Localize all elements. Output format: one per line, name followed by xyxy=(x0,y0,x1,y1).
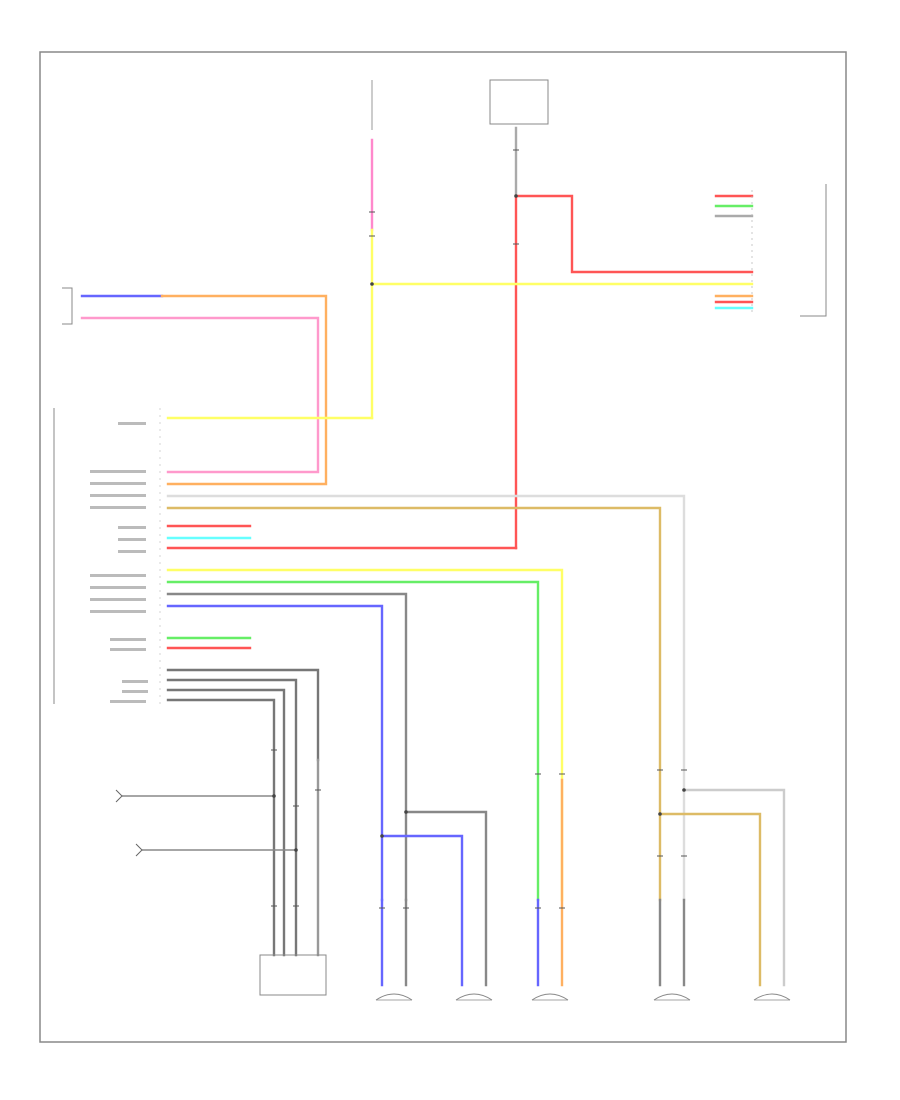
audio-unit xyxy=(53,408,161,704)
connector-ticks xyxy=(271,149,687,909)
speaker-right-front xyxy=(753,993,791,1001)
aux-antenna-connector-icon xyxy=(135,843,143,857)
wire-gray-left-rear xyxy=(166,592,408,902)
wire-pink-rear xyxy=(80,316,320,474)
diagram-frame xyxy=(39,51,847,1043)
audio-unit-pins xyxy=(90,422,148,703)
speaker-left-rear xyxy=(375,993,413,1001)
wire-green-left-door xyxy=(166,580,540,902)
glass-antenna-connector-icon xyxy=(115,789,123,803)
wire-gray-antenna-4 xyxy=(166,698,276,957)
speaker-left-door xyxy=(531,993,569,1001)
wire-red-display xyxy=(514,194,754,274)
display-unit xyxy=(751,184,827,317)
rear-speaker-connector xyxy=(62,287,73,325)
wire-blue-left-front xyxy=(380,834,464,987)
wire-lightgray-right xyxy=(166,494,686,902)
wire-gray-left-front xyxy=(404,810,488,987)
wire-lightgray-right-front xyxy=(682,788,786,987)
wire-blue-left-rear xyxy=(166,604,384,902)
antenna-box xyxy=(259,954,327,996)
speaker-right-rear xyxy=(653,993,691,1001)
wire-gray-antenna-3 xyxy=(166,688,286,957)
wire-tan-right-rear xyxy=(166,506,662,902)
wire-orange-rear xyxy=(160,294,328,486)
junction-dots xyxy=(272,194,686,852)
wire-gray-antenna-1 xyxy=(166,668,320,762)
wire-gray-antenna-2 xyxy=(166,678,298,957)
fuse-block-mid xyxy=(489,79,549,125)
speaker-left-front xyxy=(455,993,493,1001)
wire-tan-right-front xyxy=(658,812,762,987)
